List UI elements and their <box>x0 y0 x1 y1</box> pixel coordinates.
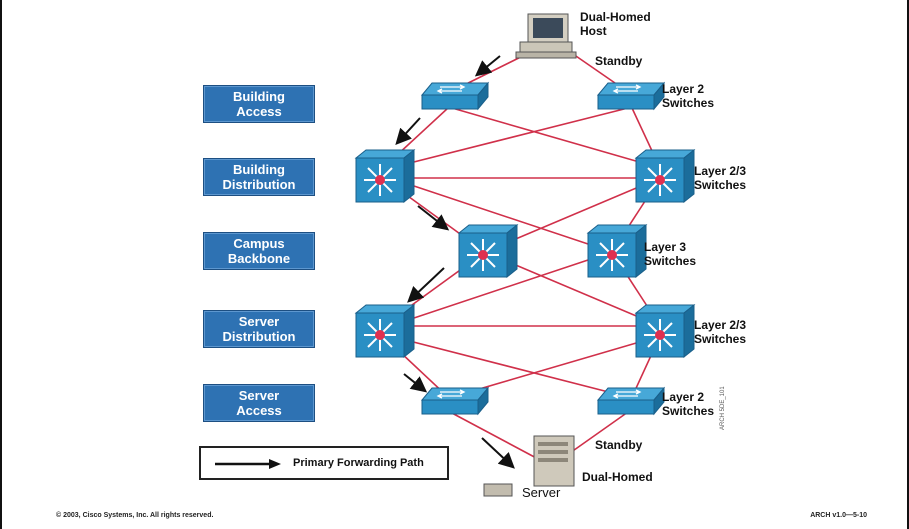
link <box>449 411 541 461</box>
layer-label-line: Server <box>238 314 280 329</box>
label-line: Layer 3 <box>644 240 687 254</box>
link <box>389 177 613 253</box>
multilayer-switch-icon <box>634 148 696 204</box>
host-label-line: Host <box>580 24 607 38</box>
label-line: Layer 2 <box>662 390 705 404</box>
keyboard-icon <box>483 483 513 497</box>
legend-text: Primary Forwarding Path <box>293 457 424 469</box>
layer-label-line: Access <box>236 104 282 119</box>
layer-label-line: Campus <box>233 236 285 251</box>
switch-icon <box>420 386 490 416</box>
side-code: ARCH 5DE_101 <box>720 386 726 430</box>
switch-icon <box>420 81 490 111</box>
link <box>389 335 629 398</box>
server-label: Server <box>522 485 561 500</box>
multilayer-switch-icon <box>457 223 519 279</box>
label-line: Switches <box>644 254 697 268</box>
link <box>451 107 661 169</box>
label-line: Switches <box>694 178 747 192</box>
layer23-top-label: Layer 2/3 Switches <box>694 164 746 192</box>
layer2-bottom-label: Layer 2 Switches <box>662 390 714 418</box>
link <box>389 251 613 327</box>
copyright: © 2003, Cisco Systems, Inc. All rights r… <box>56 512 214 519</box>
multilayer-switch-icon <box>354 303 416 359</box>
label-line: Switches <box>662 96 715 110</box>
legend: Primary Forwarding Path <box>199 446 449 480</box>
multilayer-switch-icon <box>586 223 648 279</box>
standby-top-label: Standby <box>595 54 643 68</box>
switch-icon <box>596 386 666 416</box>
layer-server-access: Server Access <box>203 384 315 422</box>
link <box>389 107 629 169</box>
layer-server-distribution: Server Distribution <box>203 310 315 348</box>
label-line: Switches <box>694 332 747 346</box>
layer-label-line: Building <box>233 162 285 177</box>
standby-bottom-label: Standby <box>595 438 643 452</box>
layer-label-line: Building <box>233 89 285 104</box>
label-line: Layer 2/3 <box>694 318 747 332</box>
multilayer-switch-icon <box>634 303 696 359</box>
computer-icon <box>515 13 577 59</box>
switch-icon <box>596 81 666 111</box>
course-ref: ARCH v1.0—5-10 <box>810 512 867 519</box>
layer-label-line: Distribution <box>222 177 296 192</box>
link <box>451 335 661 398</box>
layer-building-access: Building Access <box>203 85 315 123</box>
layer2-top-label: Layer 2 Switches <box>662 82 714 110</box>
layer-label-line: Distribution <box>222 329 296 344</box>
label-line: Switches <box>662 404 715 418</box>
dual-homed-label: Dual-Homed <box>582 470 653 484</box>
label-line: Layer 2 <box>662 82 705 96</box>
layer-label-line: Backbone <box>227 251 291 266</box>
host-label: Dual-Homed Host <box>580 10 651 38</box>
layer-campus-backbone: Campus Backbone <box>203 232 315 270</box>
layer3-label: Layer 3 Switches <box>644 240 696 268</box>
primary-path-arrows <box>395 55 515 469</box>
arrow-icon <box>215 459 281 469</box>
layer-building-distribution: Building Distribution <box>203 158 315 196</box>
host-label-line: Dual-Homed <box>580 10 651 24</box>
layer-label-line: Server <box>238 388 280 403</box>
multilayer-switch-icon <box>354 148 416 204</box>
layer23-bottom-label: Layer 2/3 Switches <box>694 318 746 346</box>
layer-label-line: Access <box>236 403 282 418</box>
server-icon <box>533 435 575 487</box>
label-line: Layer 2/3 <box>694 164 747 178</box>
